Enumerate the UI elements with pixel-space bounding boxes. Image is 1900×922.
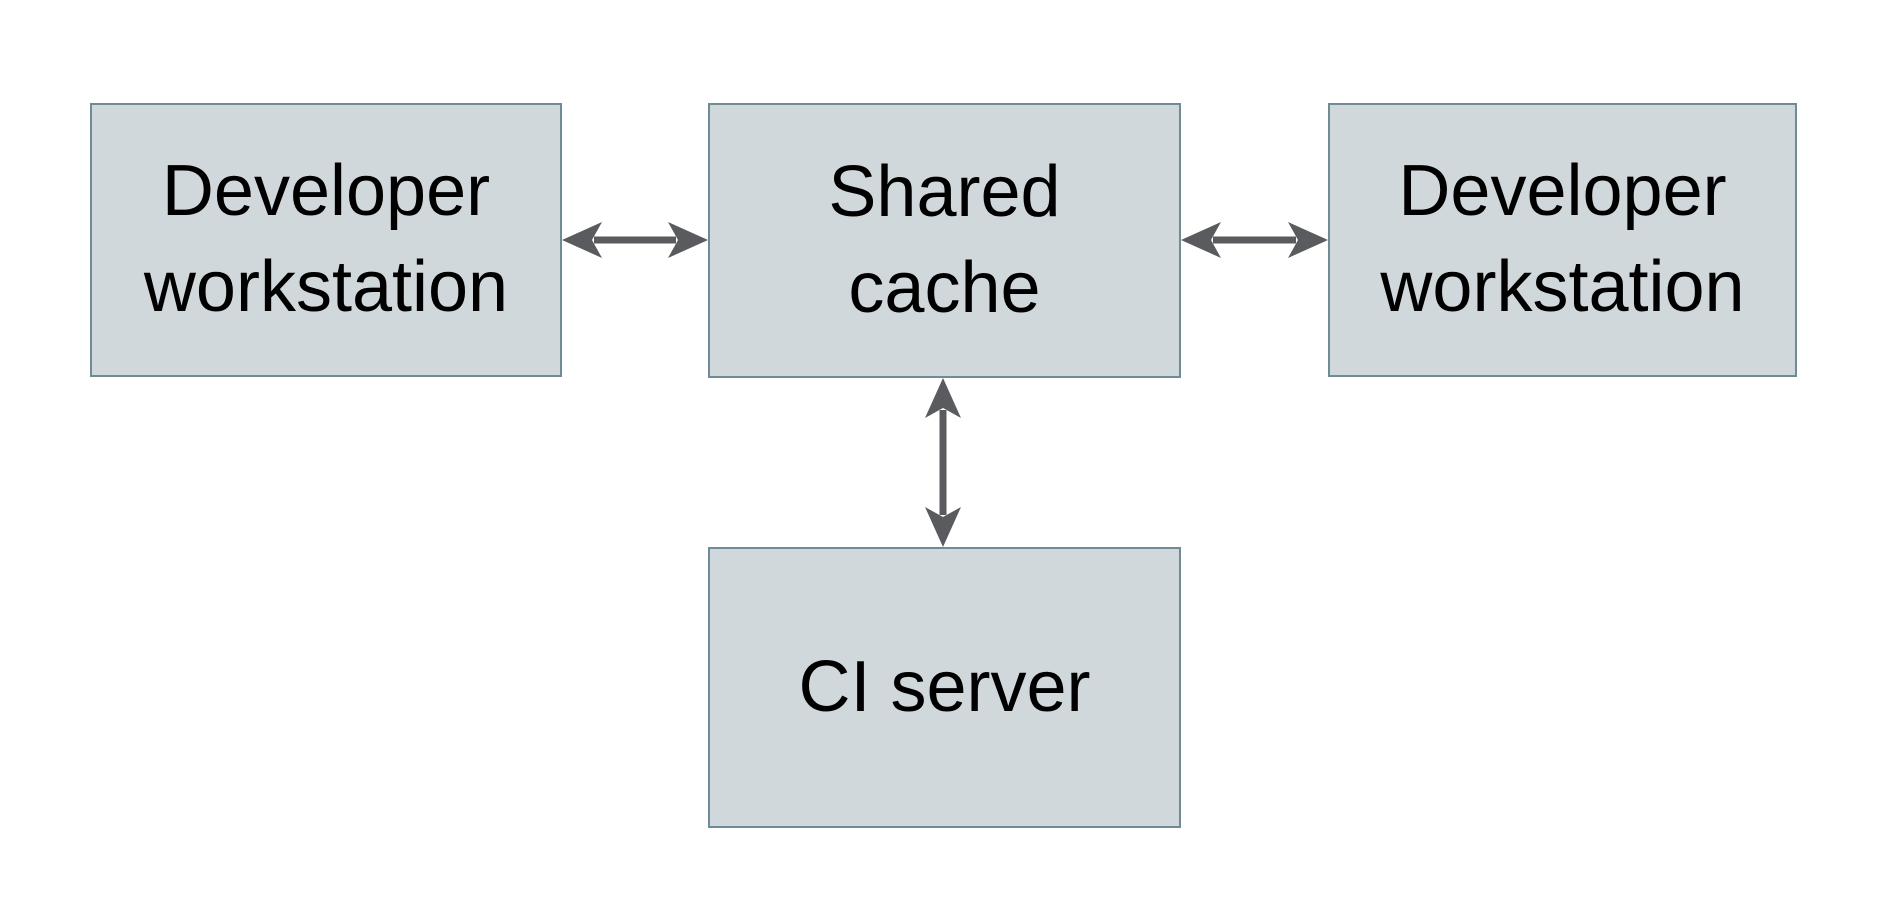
node-developer-workstation-right: Developer workstation xyxy=(1328,103,1797,377)
double-arrow-icon-devleft-cache xyxy=(562,222,708,258)
node-label-developer-workstation-left: Developer workstation xyxy=(143,151,509,327)
node-label-developer-workstation-right: Developer workstation xyxy=(1380,151,1745,327)
node-label-shared-cache: Shared cache xyxy=(828,151,1061,328)
node-ci-server: CI server xyxy=(708,547,1181,828)
node-label-ci-server: CI server xyxy=(798,646,1091,727)
double-arrow-icon-cache-devright xyxy=(1181,222,1328,258)
node-developer-workstation-left: Developer workstation xyxy=(90,103,562,377)
node-shared-cache: Shared cache xyxy=(708,103,1181,378)
double-arrow-icon-cache-ciserver xyxy=(925,378,961,547)
